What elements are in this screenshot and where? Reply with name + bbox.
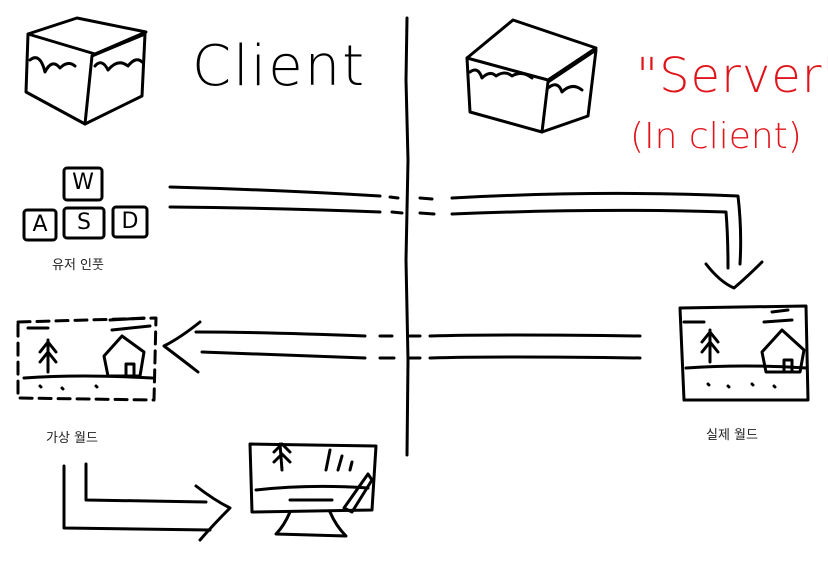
key-a-label: A (32, 212, 48, 237)
server-cube-icon (465, 18, 598, 134)
key-w-box (62, 166, 104, 202)
key-s-box (62, 206, 106, 240)
real-world-caption: 실제 월드 (706, 428, 758, 443)
client-title: Client (192, 34, 367, 99)
key-s-label: S (77, 210, 91, 235)
virtual-world-content (22, 316, 154, 391)
real-world-scene (678, 304, 810, 402)
monitor-icon (248, 442, 378, 538)
server-subtitle: (In client) (630, 116, 802, 157)
divider-line (404, 16, 410, 457)
display-arrow (62, 462, 232, 542)
input-arrow (168, 185, 764, 290)
key-d-label: D (121, 209, 139, 234)
key-a-box (22, 208, 58, 242)
key-d-box (111, 205, 149, 239)
render-arrow (162, 320, 642, 374)
key-w-label: W (72, 170, 94, 195)
virtual-world-scene (16, 316, 158, 402)
virtual-world-caption: 가상 월드 (46, 431, 98, 446)
server-title: "Server" (636, 48, 828, 104)
user-input-caption: 유저 인풋 (52, 258, 104, 273)
client-cube-icon (24, 16, 148, 126)
